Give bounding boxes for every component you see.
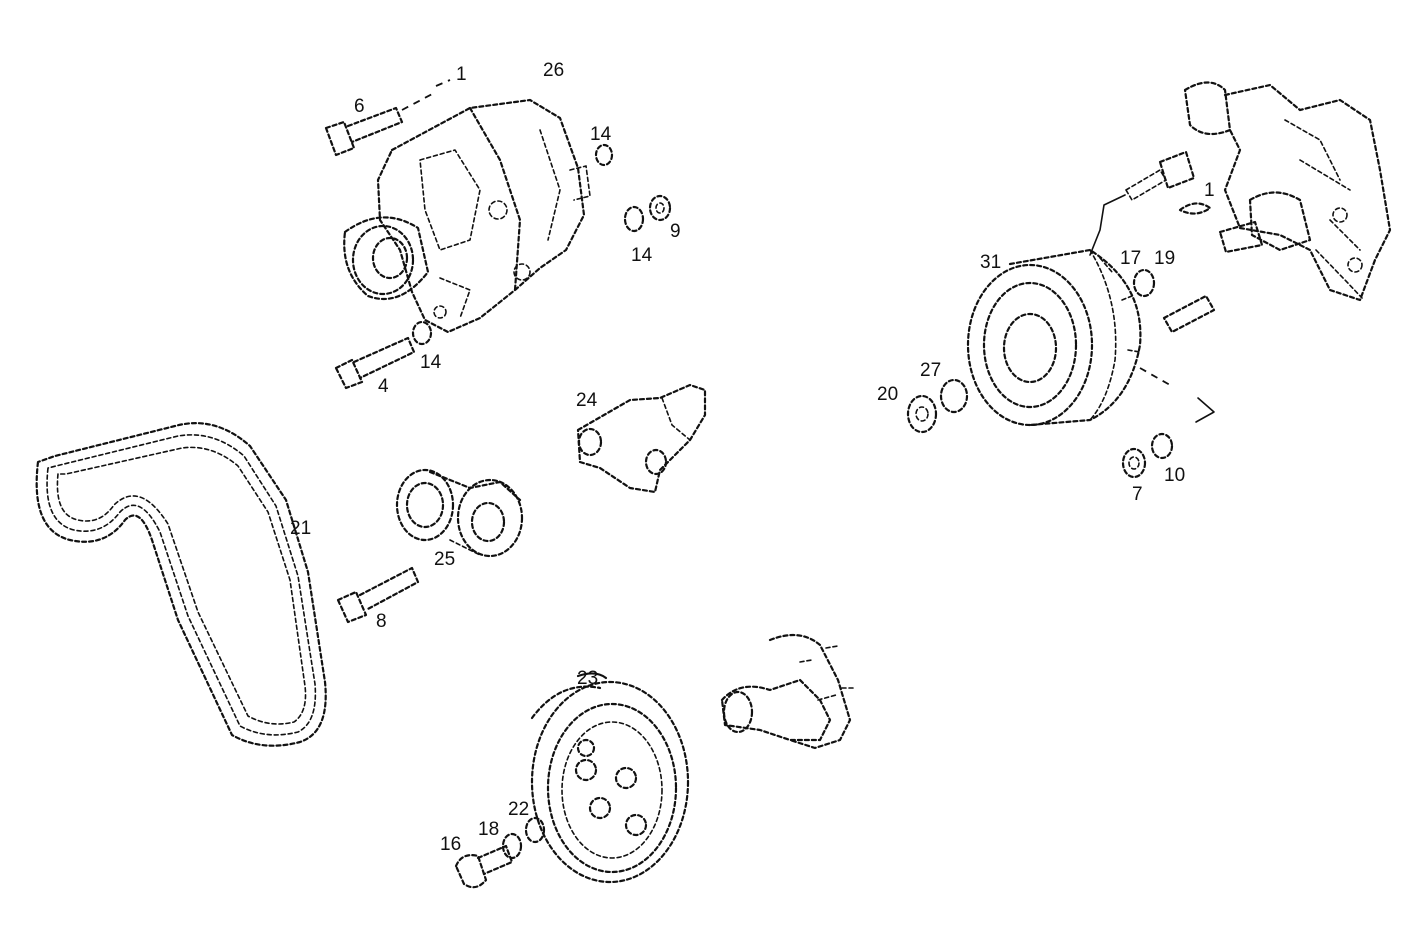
- callout-26: 26: [543, 60, 564, 81]
- nut-part-7[interactable]: [1121, 447, 1147, 479]
- callout-1-alternator: 1: [456, 64, 467, 85]
- bracket-part-24[interactable]: [576, 383, 707, 494]
- nut-part-9[interactable]: [648, 194, 672, 222]
- callout-4: 4: [378, 376, 389, 397]
- callout-23: 23: [577, 668, 598, 689]
- callout-14-middle: 14: [631, 245, 653, 266]
- callout-labels: 1 26 6 14 9 14 14 4 31 1 17 19 27 20 7 1…: [290, 60, 1215, 855]
- callout-17: 17: [1120, 248, 1141, 269]
- washer-part-10[interactable]: [1150, 432, 1174, 460]
- callout-22: 22: [508, 799, 529, 820]
- engine-block-fragment: [1183, 81, 1392, 302]
- callout-6: 6: [354, 96, 365, 117]
- callout-1-compressor: 1: [1204, 180, 1215, 201]
- washer-part-19[interactable]: [1132, 268, 1156, 298]
- callout-31: 31: [980, 252, 1001, 273]
- callout-16: 16: [440, 834, 461, 855]
- crank-pulley-part-23[interactable]: [530, 672, 690, 884]
- washer-part-27[interactable]: [939, 378, 969, 414]
- key-part-1[interactable]: [1178, 202, 1212, 215]
- callout-25: 25: [434, 549, 455, 570]
- callout-24: 24: [576, 390, 598, 411]
- washer-part-18[interactable]: [501, 832, 523, 860]
- callout-14-lower: 14: [420, 352, 442, 373]
- callout-7: 7: [1132, 484, 1143, 505]
- callout-20: 20: [877, 384, 898, 405]
- callout-19: 19: [1154, 248, 1175, 269]
- washer-part-14-upper[interactable]: [594, 143, 614, 167]
- washer-part-14-middle[interactable]: [623, 205, 645, 233]
- callout-21: 21: [290, 518, 311, 539]
- washer-part-22[interactable]: [524, 816, 546, 844]
- compressor-part-31[interactable]: [966, 150, 1215, 427]
- bolt-part-8[interactable]: [336, 566, 420, 624]
- belt-part-21[interactable]: [35, 422, 327, 747]
- callout-27: 27: [920, 360, 941, 381]
- bolt-part-16[interactable]: [454, 844, 514, 889]
- callout-8: 8: [376, 611, 387, 632]
- nut-part-20[interactable]: [906, 394, 938, 434]
- alternator-part-26[interactable]: [343, 98, 591, 334]
- callout-10: 10: [1164, 465, 1185, 486]
- washer-part-14-lower[interactable]: [411, 320, 433, 346]
- bolt-part-6[interactable]: [324, 79, 451, 157]
- callout-18: 18: [478, 819, 499, 840]
- callout-14-upper: 14: [590, 124, 612, 145]
- crankshaft-hub: [720, 633, 855, 750]
- stud-part-17[interactable]: [1162, 294, 1216, 334]
- tensioner-part-25[interactable]: [395, 468, 524, 558]
- callout-9: 9: [670, 221, 681, 242]
- bolt-part-4[interactable]: [334, 336, 416, 390]
